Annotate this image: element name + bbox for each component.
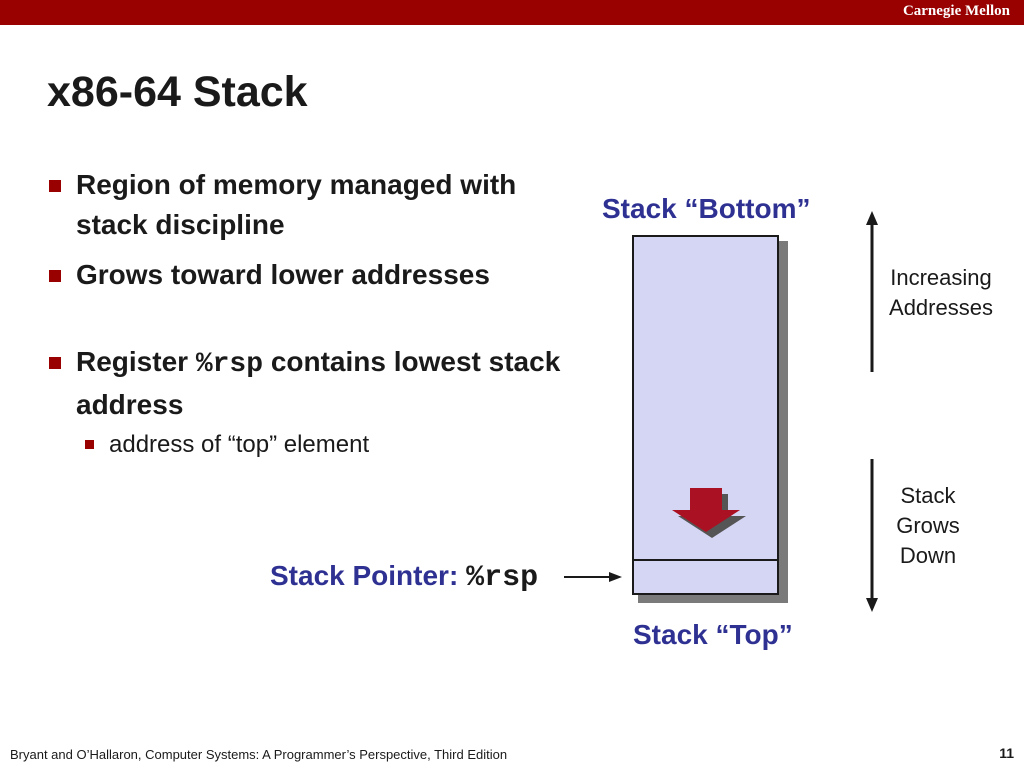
sub-bullet-top-element: address of “top” element (47, 429, 567, 461)
increasing-addresses-arrow-icon (866, 211, 878, 372)
grow-down-arrow-icon (672, 488, 746, 538)
stack-pointer-register-code: %rsp (466, 561, 539, 595)
stack-pointer-text: Stack Pointer: (270, 560, 467, 591)
page-number: 11 (999, 745, 1014, 761)
stack-top-element-divider (632, 559, 779, 561)
bullet-square-icon (49, 270, 61, 282)
stack-pointer-label: Stack Pointer: %rsp (270, 560, 538, 595)
increasing-addresses-line: Increasing (890, 265, 992, 290)
stack-pointer-arrow-icon (564, 572, 622, 582)
bullet-square-icon (49, 180, 61, 192)
stack-grows-down-arrow-icon (866, 459, 878, 612)
bullet-text: Grows toward lower addresses (76, 259, 490, 290)
header-bar: Carnegie Mellon (0, 0, 1024, 25)
slide-title: x86-64 Stack (47, 68, 308, 116)
bullet-text: Region of memory managed with stack disc… (76, 169, 517, 240)
bullet-text-suffix: contains lowest stack address (76, 346, 561, 420)
stack-grows-down-label: Stack Grows Down (880, 481, 976, 571)
stack-grows-down-line: Stack (900, 483, 956, 508)
sub-bullet-square-icon (85, 440, 94, 449)
bullet-list: Region of memory managed with stack disc… (47, 165, 567, 461)
footer-citation: Bryant and O’Hallaron, Computer Systems:… (10, 747, 508, 762)
bullet-register-rsp: Register %rsp contains lowest stack addr… (47, 342, 567, 425)
increasing-addresses-line: Addresses (889, 295, 993, 320)
stack-grows-down-line: Grows (896, 513, 960, 538)
brand-name: Carnegie Mellon (902, 3, 1010, 19)
bullet-region-of-memory: Region of memory managed with stack disc… (47, 165, 567, 245)
bullet-square-icon (49, 357, 61, 369)
sub-bullet-text: address of “top” element (109, 431, 370, 458)
rsp-register-code: %rsp (195, 349, 264, 380)
bullet-text-prefix: Register (76, 346, 196, 377)
stack-grows-down-line: Down (899, 543, 957, 568)
bullet-grows-toward-lower: Grows toward lower addresses (47, 255, 567, 295)
stack-bottom-label: Stack “Bottom” (602, 193, 811, 224)
stack-top-label: Stack “Top” (633, 619, 793, 650)
stack-region (632, 235, 779, 595)
increasing-addresses-label: Increasing Addresses (880, 263, 1002, 323)
